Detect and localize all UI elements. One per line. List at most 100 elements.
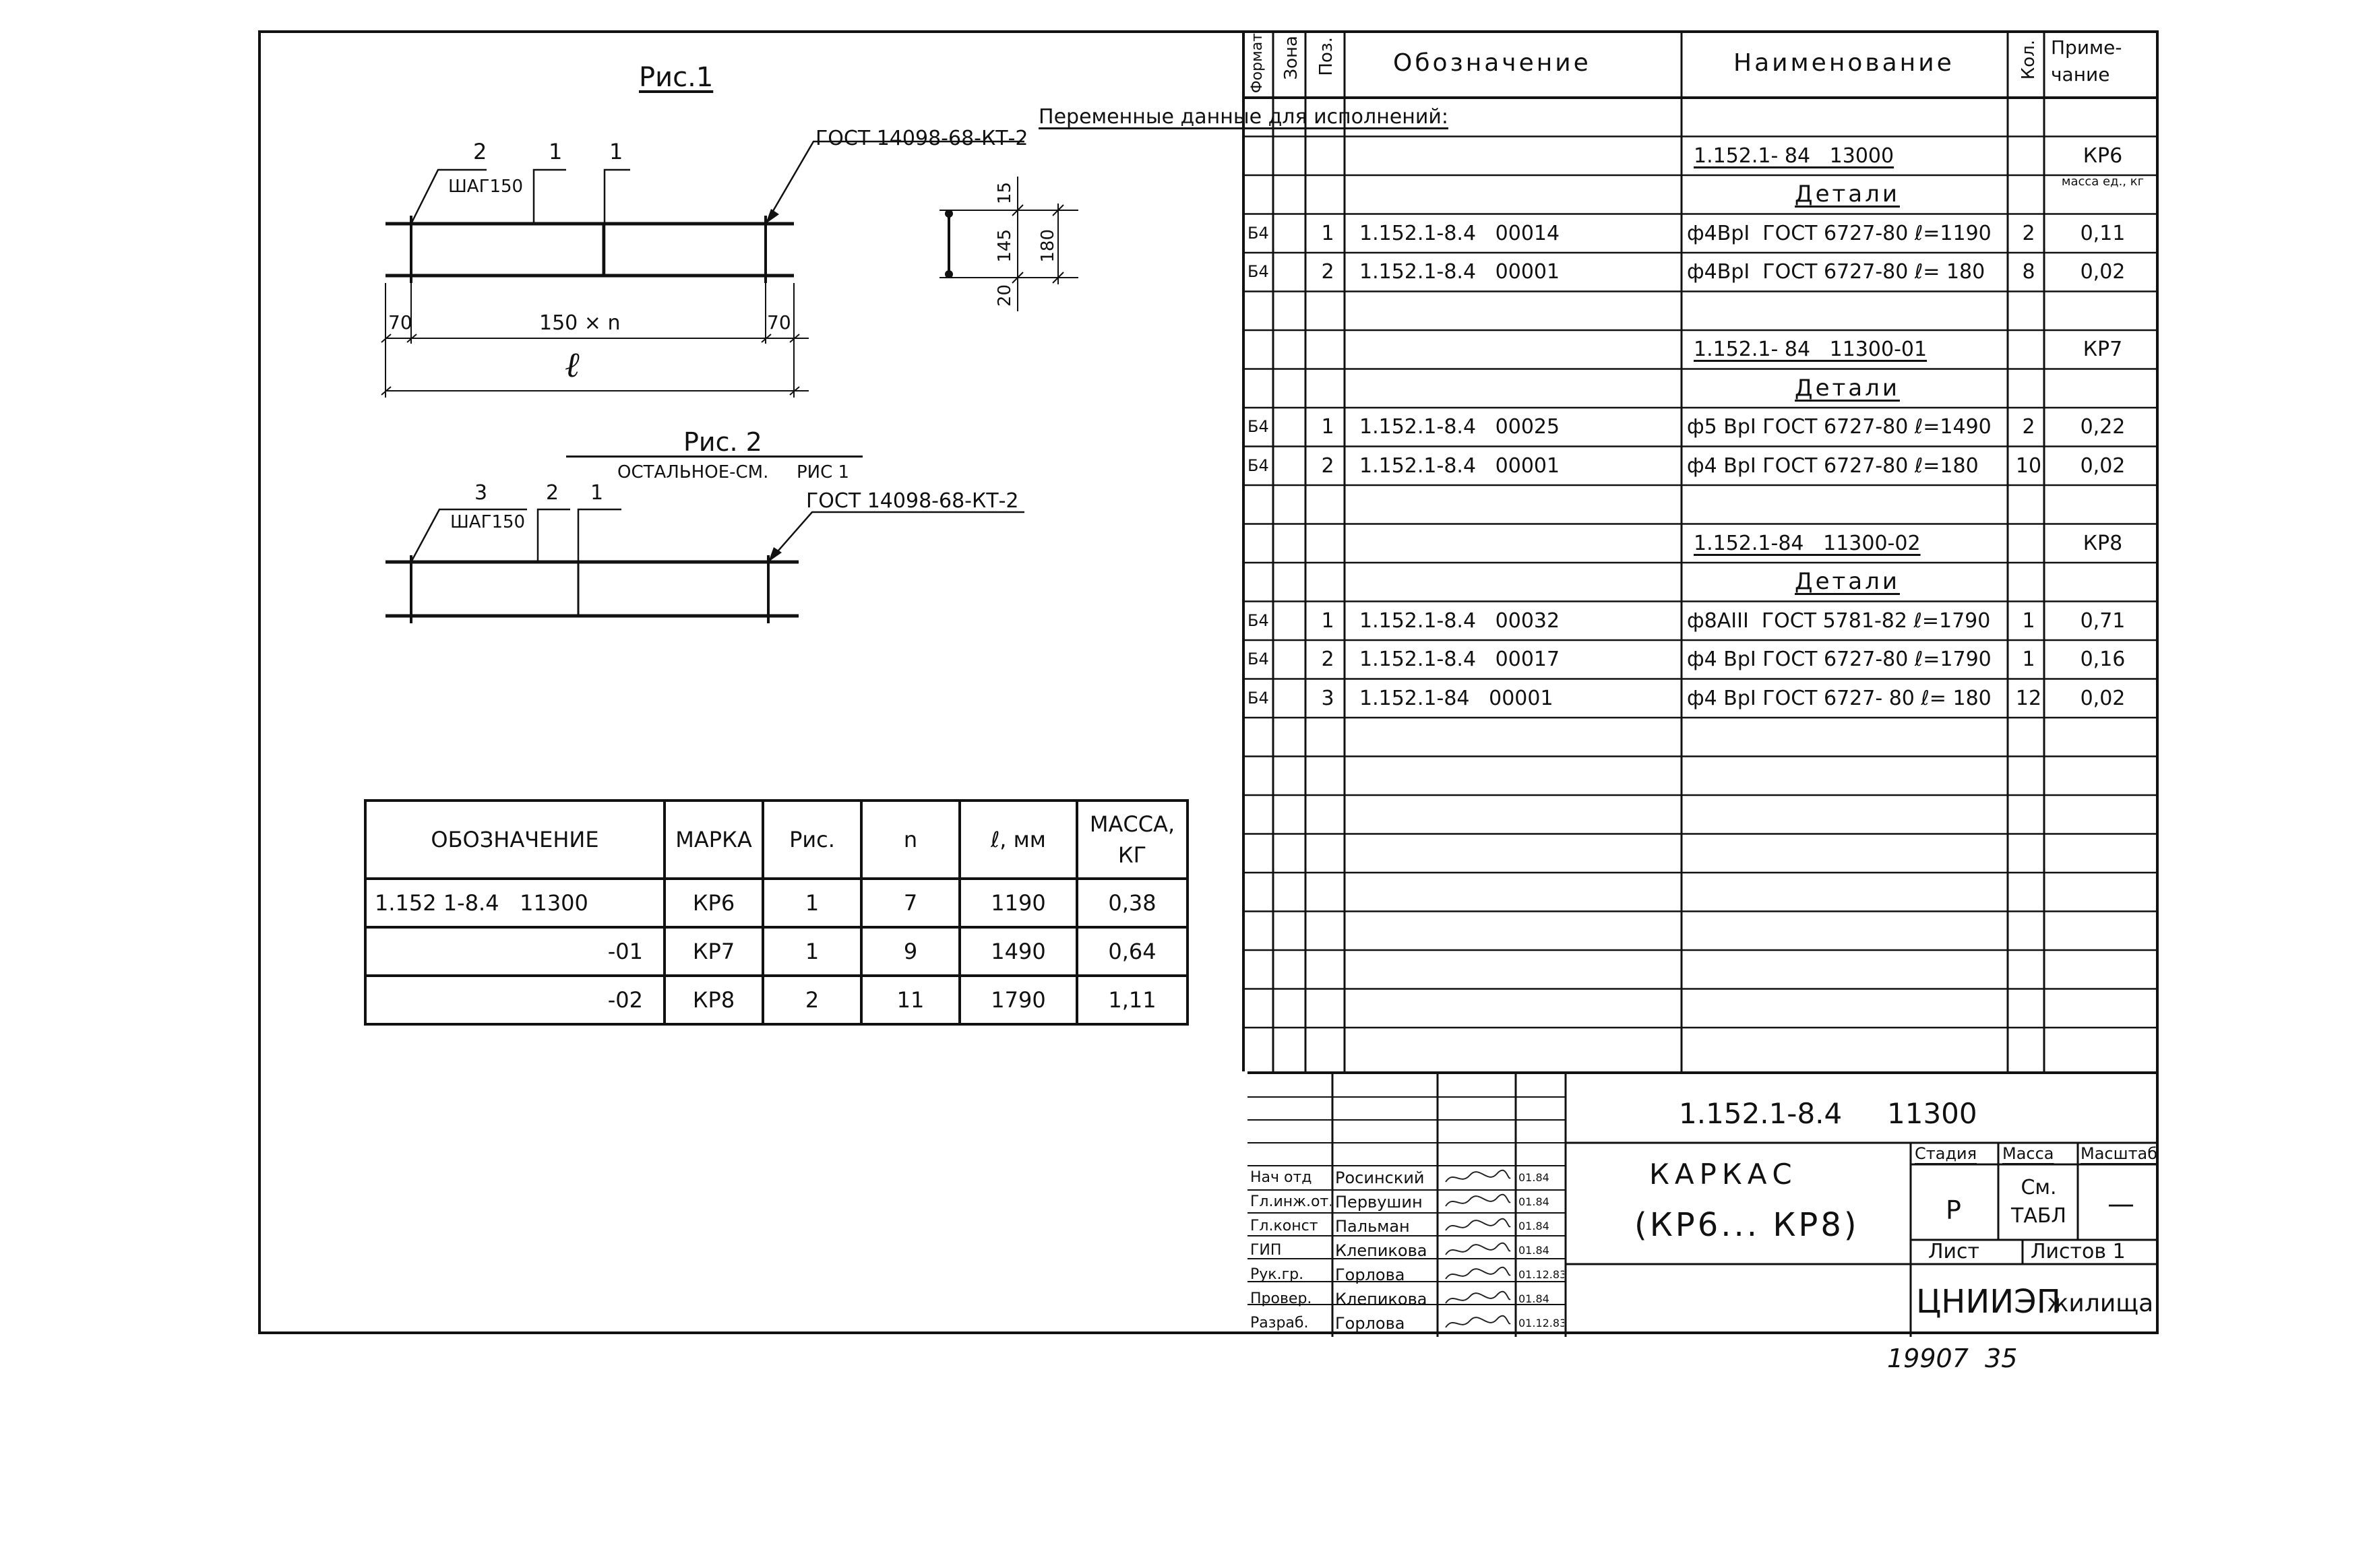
spec-header-qty: Кол. xyxy=(2018,40,2039,80)
spec-cell-format xyxy=(1247,563,1274,602)
spec-cell-designation: 1.152.1-8.4 00017 xyxy=(1359,648,1560,671)
fig1-section-20: 20 xyxy=(995,284,1015,307)
spec-cell-zone xyxy=(1278,524,1307,563)
spec-cell-format xyxy=(1247,524,1274,563)
spec-cell-zone xyxy=(1278,369,1307,408)
fig1-label-2: 2 xyxy=(473,139,487,164)
signature-role: Разраб. xyxy=(1250,1315,1309,1331)
spec-cell-designation: 1.152.1-8.4 00001 xyxy=(1359,453,1560,478)
spec-grid xyxy=(1242,30,2159,1071)
organization-subname: жилища xyxy=(2047,1290,2154,1317)
mark-cell-fig: 2 xyxy=(762,974,863,1026)
spec-cell-qty xyxy=(2010,292,2047,331)
spec-cell-zone xyxy=(1278,408,1307,447)
handwritten-signature xyxy=(1445,1242,1511,1255)
spec-cell-qty: 2 xyxy=(2022,221,2035,245)
spec-cell-name: Детали xyxy=(1795,374,1900,402)
signature-date: 01.12.83 xyxy=(1518,1317,1564,1329)
fig1-dim-70-left: 70 xyxy=(388,311,412,334)
spec-cell-name: Переменные данные для исполнений: xyxy=(1039,105,1448,129)
spec-cell-format xyxy=(1247,292,1274,331)
signature-date: 01.84 xyxy=(1518,1292,1549,1305)
spec-cell-format xyxy=(1247,330,1274,369)
spec-cell-note xyxy=(2047,98,2159,137)
spec-cell-qty xyxy=(2010,369,2047,408)
spec-cell-qty: 10 xyxy=(2015,453,2042,478)
mark-cell-fig: 1 xyxy=(762,926,863,977)
table-row: -02 КР8 2 11 1790 1,11 xyxy=(364,974,1189,1026)
fig2-label-1: 1 xyxy=(590,481,604,505)
mark-header-mass: МАССА, КГ xyxy=(1076,799,1189,880)
spec-cell-designation xyxy=(1359,175,1676,214)
spec-cell-zone xyxy=(1278,253,1307,292)
spec-cell-note xyxy=(2047,485,2159,524)
signature-role: Рук.гр. xyxy=(1250,1266,1304,1283)
fig2-gost-label: ГОСТ 14098-68-КТ-2 xyxy=(806,489,1019,513)
fig2-label-2: 2 xyxy=(546,481,559,505)
spec-cell-format: Б4 xyxy=(1247,456,1269,475)
spec-cell-zone xyxy=(1278,175,1307,214)
scale-value: — xyxy=(2107,1189,2134,1220)
scale-label: Масштаб xyxy=(2081,1144,2158,1163)
sheet-label: Лист xyxy=(1928,1240,1980,1263)
spec-cell-qty xyxy=(2010,175,2047,214)
fig1-section-drawing xyxy=(939,177,1078,311)
spec-cell-name xyxy=(1687,485,2008,524)
signature-date: 01.84 xyxy=(1518,1171,1549,1184)
fig1-step-label: ШАГ150 xyxy=(448,177,524,197)
spec-cell-pos: 1 xyxy=(1321,608,1334,633)
fig1-section-180: 180 xyxy=(1038,229,1058,263)
spec-cell-name xyxy=(1687,292,2008,331)
spec-cell-note xyxy=(2047,292,2159,331)
spec-cell-note: масса ед., кг xyxy=(2061,175,2145,189)
archive-stamp: 19907 35 xyxy=(1887,1344,2018,1373)
spec-cell-pos xyxy=(1311,524,1345,563)
fig1-section-15: 15 xyxy=(995,182,1015,205)
spec-cell-pos xyxy=(1311,175,1345,214)
spec-cell-format xyxy=(1247,369,1274,408)
title-block: 1.152.1-8.4 11300 КАРКАС (КР6... КР8) Ст… xyxy=(1247,1071,2159,1337)
spec-cell-designation: 1.152.1-8.4 00014 xyxy=(1359,221,1560,245)
spec-cell-name: Детали xyxy=(1795,568,1900,595)
spec-cell-pos: 2 xyxy=(1321,260,1334,284)
spec-cell-pos xyxy=(1311,330,1345,369)
spec-cell-format: Б4 xyxy=(1247,650,1269,668)
mark-header-designation: ОБОЗНАЧЕНИЕ xyxy=(364,799,666,880)
handwritten-signature xyxy=(1445,1169,1511,1183)
signature-role: Гл.конст xyxy=(1250,1218,1318,1234)
mark-header-fig: Рис. xyxy=(762,799,863,880)
spec-cell-qty: 12 xyxy=(2015,686,2042,710)
signature-role: ГИП xyxy=(1250,1242,1282,1259)
spec-cell-zone xyxy=(1278,137,1307,176)
fig1-title: Рис.1 xyxy=(639,62,714,93)
spec-cell-name: ф5 ВрI ГОСТ 6727-80 ℓ=1490 xyxy=(1687,415,1992,439)
fig2-drawing xyxy=(386,508,1024,623)
spec-cell-qty: 2 xyxy=(2022,415,2035,439)
spec-cell-note: 0,22 xyxy=(2080,415,2126,439)
sheets-count-label: Листов 1 xyxy=(2031,1240,2126,1263)
handwritten-signature xyxy=(1445,1290,1511,1304)
spec-cell-pos xyxy=(1311,369,1345,408)
spec-cell-designation xyxy=(1359,330,1676,369)
spec-cell-note xyxy=(2047,563,2159,602)
signature-date: 01.84 xyxy=(1518,1195,1549,1208)
spec-cell-format xyxy=(1247,175,1274,214)
mark-cell-length: 1790 xyxy=(958,974,1078,1026)
spec-cell-pos xyxy=(1311,485,1345,524)
signature-date: 01.12.83 xyxy=(1518,1268,1564,1281)
spec-cell-note: КР8 xyxy=(2083,531,2123,555)
fig1-dim-150n: 150 × n xyxy=(539,311,621,335)
fig1-section-145: 145 xyxy=(995,229,1015,263)
fig2-title-rule xyxy=(566,456,863,458)
handwritten-signature xyxy=(1445,1315,1511,1328)
spec-header-name: Наименование xyxy=(1733,49,1954,77)
table-row xyxy=(1245,485,2161,524)
